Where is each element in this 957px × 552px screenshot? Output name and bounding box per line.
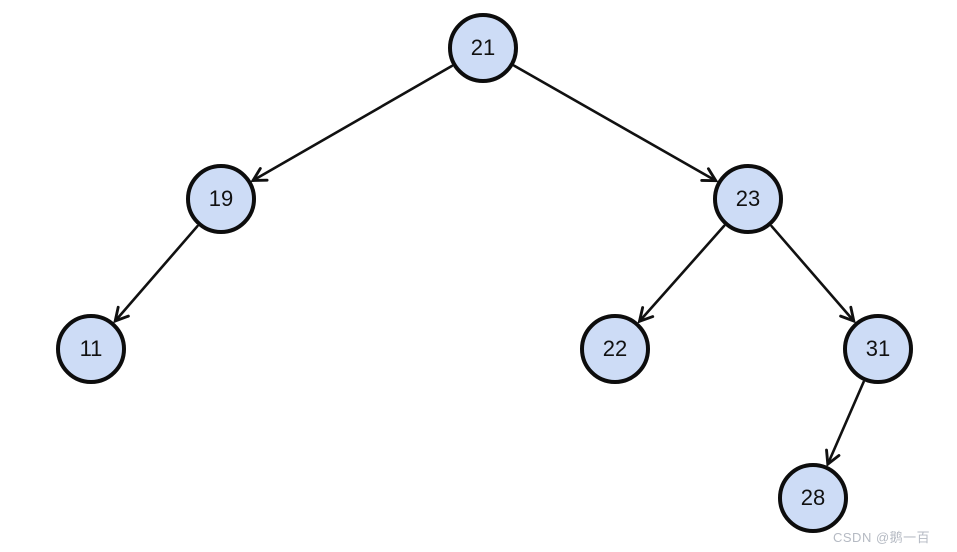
edge-23-22 bbox=[640, 224, 726, 321]
tree-node-value: 23 bbox=[735, 186, 761, 211]
tree-node-value: 21 bbox=[470, 35, 496, 60]
edge-19-11 bbox=[115, 224, 199, 321]
tree-node-value: 11 bbox=[79, 336, 103, 361]
edge-23-31 bbox=[770, 224, 854, 321]
tree-node: 22 bbox=[580, 314, 650, 384]
tree-node: 11 bbox=[56, 314, 126, 384]
edge-21-23 bbox=[512, 64, 716, 181]
tree-node: 31 bbox=[843, 314, 913, 384]
tree-node: 28 bbox=[778, 463, 848, 533]
tree-node-value: 19 bbox=[208, 186, 234, 211]
edge-21-19 bbox=[253, 64, 454, 181]
tree-node-value: 28 bbox=[800, 485, 826, 510]
tree-node-value: 31 bbox=[865, 336, 891, 361]
tree-node: 21 bbox=[448, 13, 518, 83]
tree-node-value: 22 bbox=[602, 336, 628, 361]
tree-node: 23 bbox=[713, 164, 783, 234]
tree-node: 19 bbox=[186, 164, 256, 234]
watermark: CSDN @鹅一百 bbox=[833, 530, 931, 545]
edge-31-28 bbox=[828, 380, 865, 464]
